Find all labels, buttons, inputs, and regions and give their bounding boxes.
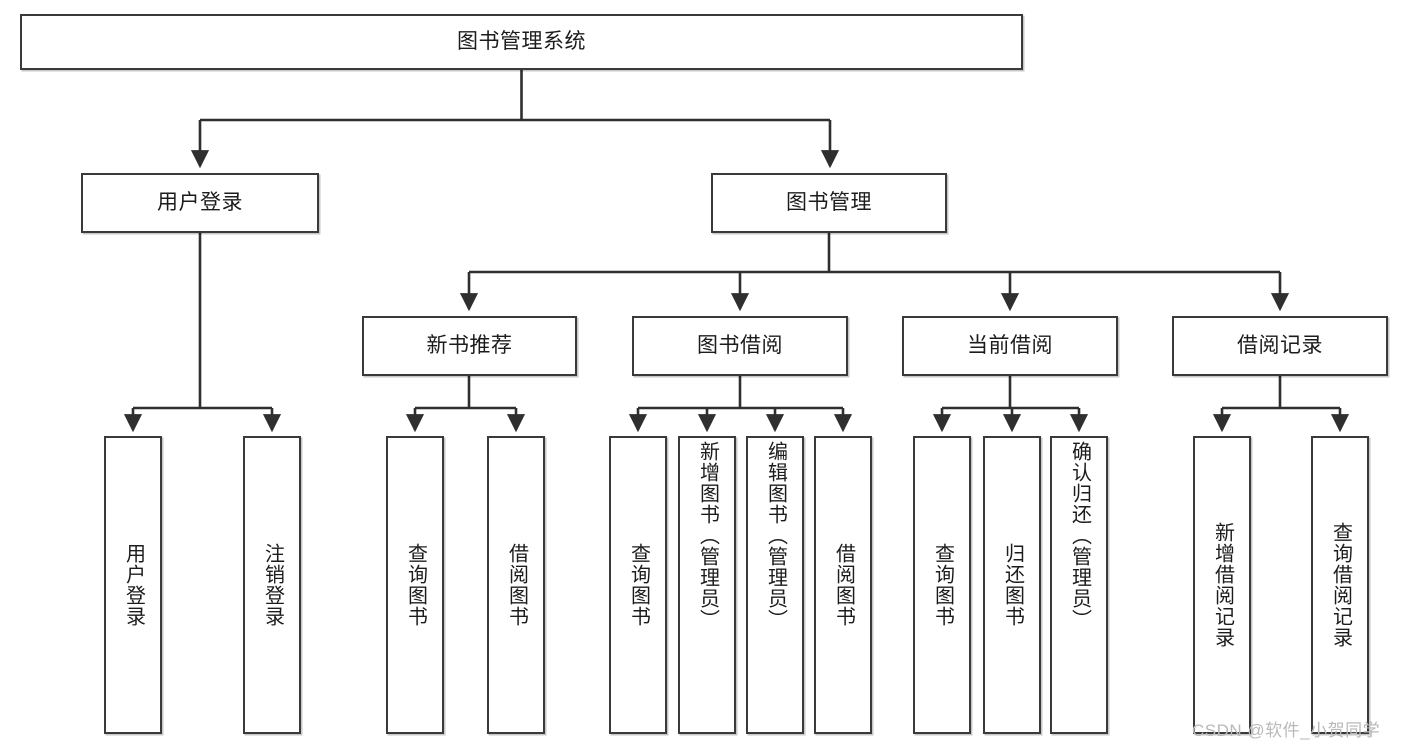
node-leaf-user-login[interactable]: 用户登录 <box>104 436 162 734</box>
node-leaf-borrow-book-1-label: 借阅图书 <box>505 543 528 627</box>
node-leaf-query-record[interactable]: 查询借阅记录 <box>1311 436 1369 734</box>
node-leaf-confirm-return[interactable]: 确认归还（管理员） <box>1050 436 1108 734</box>
node-book-borrow[interactable]: 图书借阅 <box>632 316 848 376</box>
node-book-manage[interactable]: 图书管理 <box>711 173 947 233</box>
node-leaf-add-book[interactable]: 新增图书（管理员） <box>678 436 736 734</box>
node-leaf-edit-book-label: 编辑图书（管理员） <box>764 441 787 630</box>
node-leaf-logout[interactable]: 注销登录 <box>243 436 301 734</box>
node-leaf-return-book-label: 归还图书 <box>1001 543 1024 627</box>
node-new-book-rec[interactable]: 新书推荐 <box>362 316 577 376</box>
node-leaf-query-book-3[interactable]: 查询图书 <box>913 436 971 734</box>
node-leaf-query-book-2[interactable]: 查询图书 <box>609 436 667 734</box>
node-borrow-record[interactable]: 借阅记录 <box>1172 316 1388 376</box>
node-leaf-query-book-3-label: 查询图书 <box>931 543 954 627</box>
node-leaf-query-book-2-label: 查询图书 <box>627 543 650 627</box>
node-leaf-add-book-label: 新增图书（管理员） <box>696 441 719 630</box>
node-book-manage-label: 图书管理 <box>786 191 872 215</box>
node-leaf-edit-book[interactable]: 编辑图书（管理员） <box>746 436 804 734</box>
node-borrow-record-label: 借阅记录 <box>1237 334 1323 358</box>
node-leaf-logout-label: 注销登录 <box>261 543 284 627</box>
node-new-book-rec-label: 新书推荐 <box>426 334 513 358</box>
node-user-login[interactable]: 用户登录 <box>81 173 319 233</box>
node-leaf-return-book[interactable]: 归还图书 <box>983 436 1041 734</box>
node-leaf-borrow-book-2[interactable]: 借阅图书 <box>814 436 872 734</box>
node-leaf-user-login-label: 用户登录 <box>122 543 145 627</box>
node-leaf-query-record-label: 查询借阅记录 <box>1329 522 1352 648</box>
node-leaf-borrow-book-2-label: 借阅图书 <box>832 543 855 627</box>
node-leaf-query-book-1-label: 查询图书 <box>404 543 427 627</box>
node-book-borrow-label: 图书借阅 <box>697 334 783 358</box>
node-leaf-borrow-book-1[interactable]: 借阅图书 <box>487 436 545 734</box>
node-root-label: 图书管理系统 <box>457 30 586 54</box>
node-leaf-add-record-label: 新增借阅记录 <box>1211 522 1234 648</box>
node-current-borrow[interactable]: 当前借阅 <box>902 316 1118 376</box>
node-user-login-label: 用户登录 <box>157 191 243 215</box>
node-current-borrow-label: 当前借阅 <box>967 334 1053 358</box>
node-root[interactable]: 图书管理系统 <box>20 14 1023 70</box>
node-leaf-query-book-1[interactable]: 查询图书 <box>386 436 444 734</box>
node-leaf-add-record[interactable]: 新增借阅记录 <box>1193 436 1251 734</box>
node-leaf-confirm-return-label: 确认归还（管理员） <box>1068 441 1091 630</box>
csdn-watermark: CSDN @软件_小贺同学 <box>1192 721 1381 740</box>
